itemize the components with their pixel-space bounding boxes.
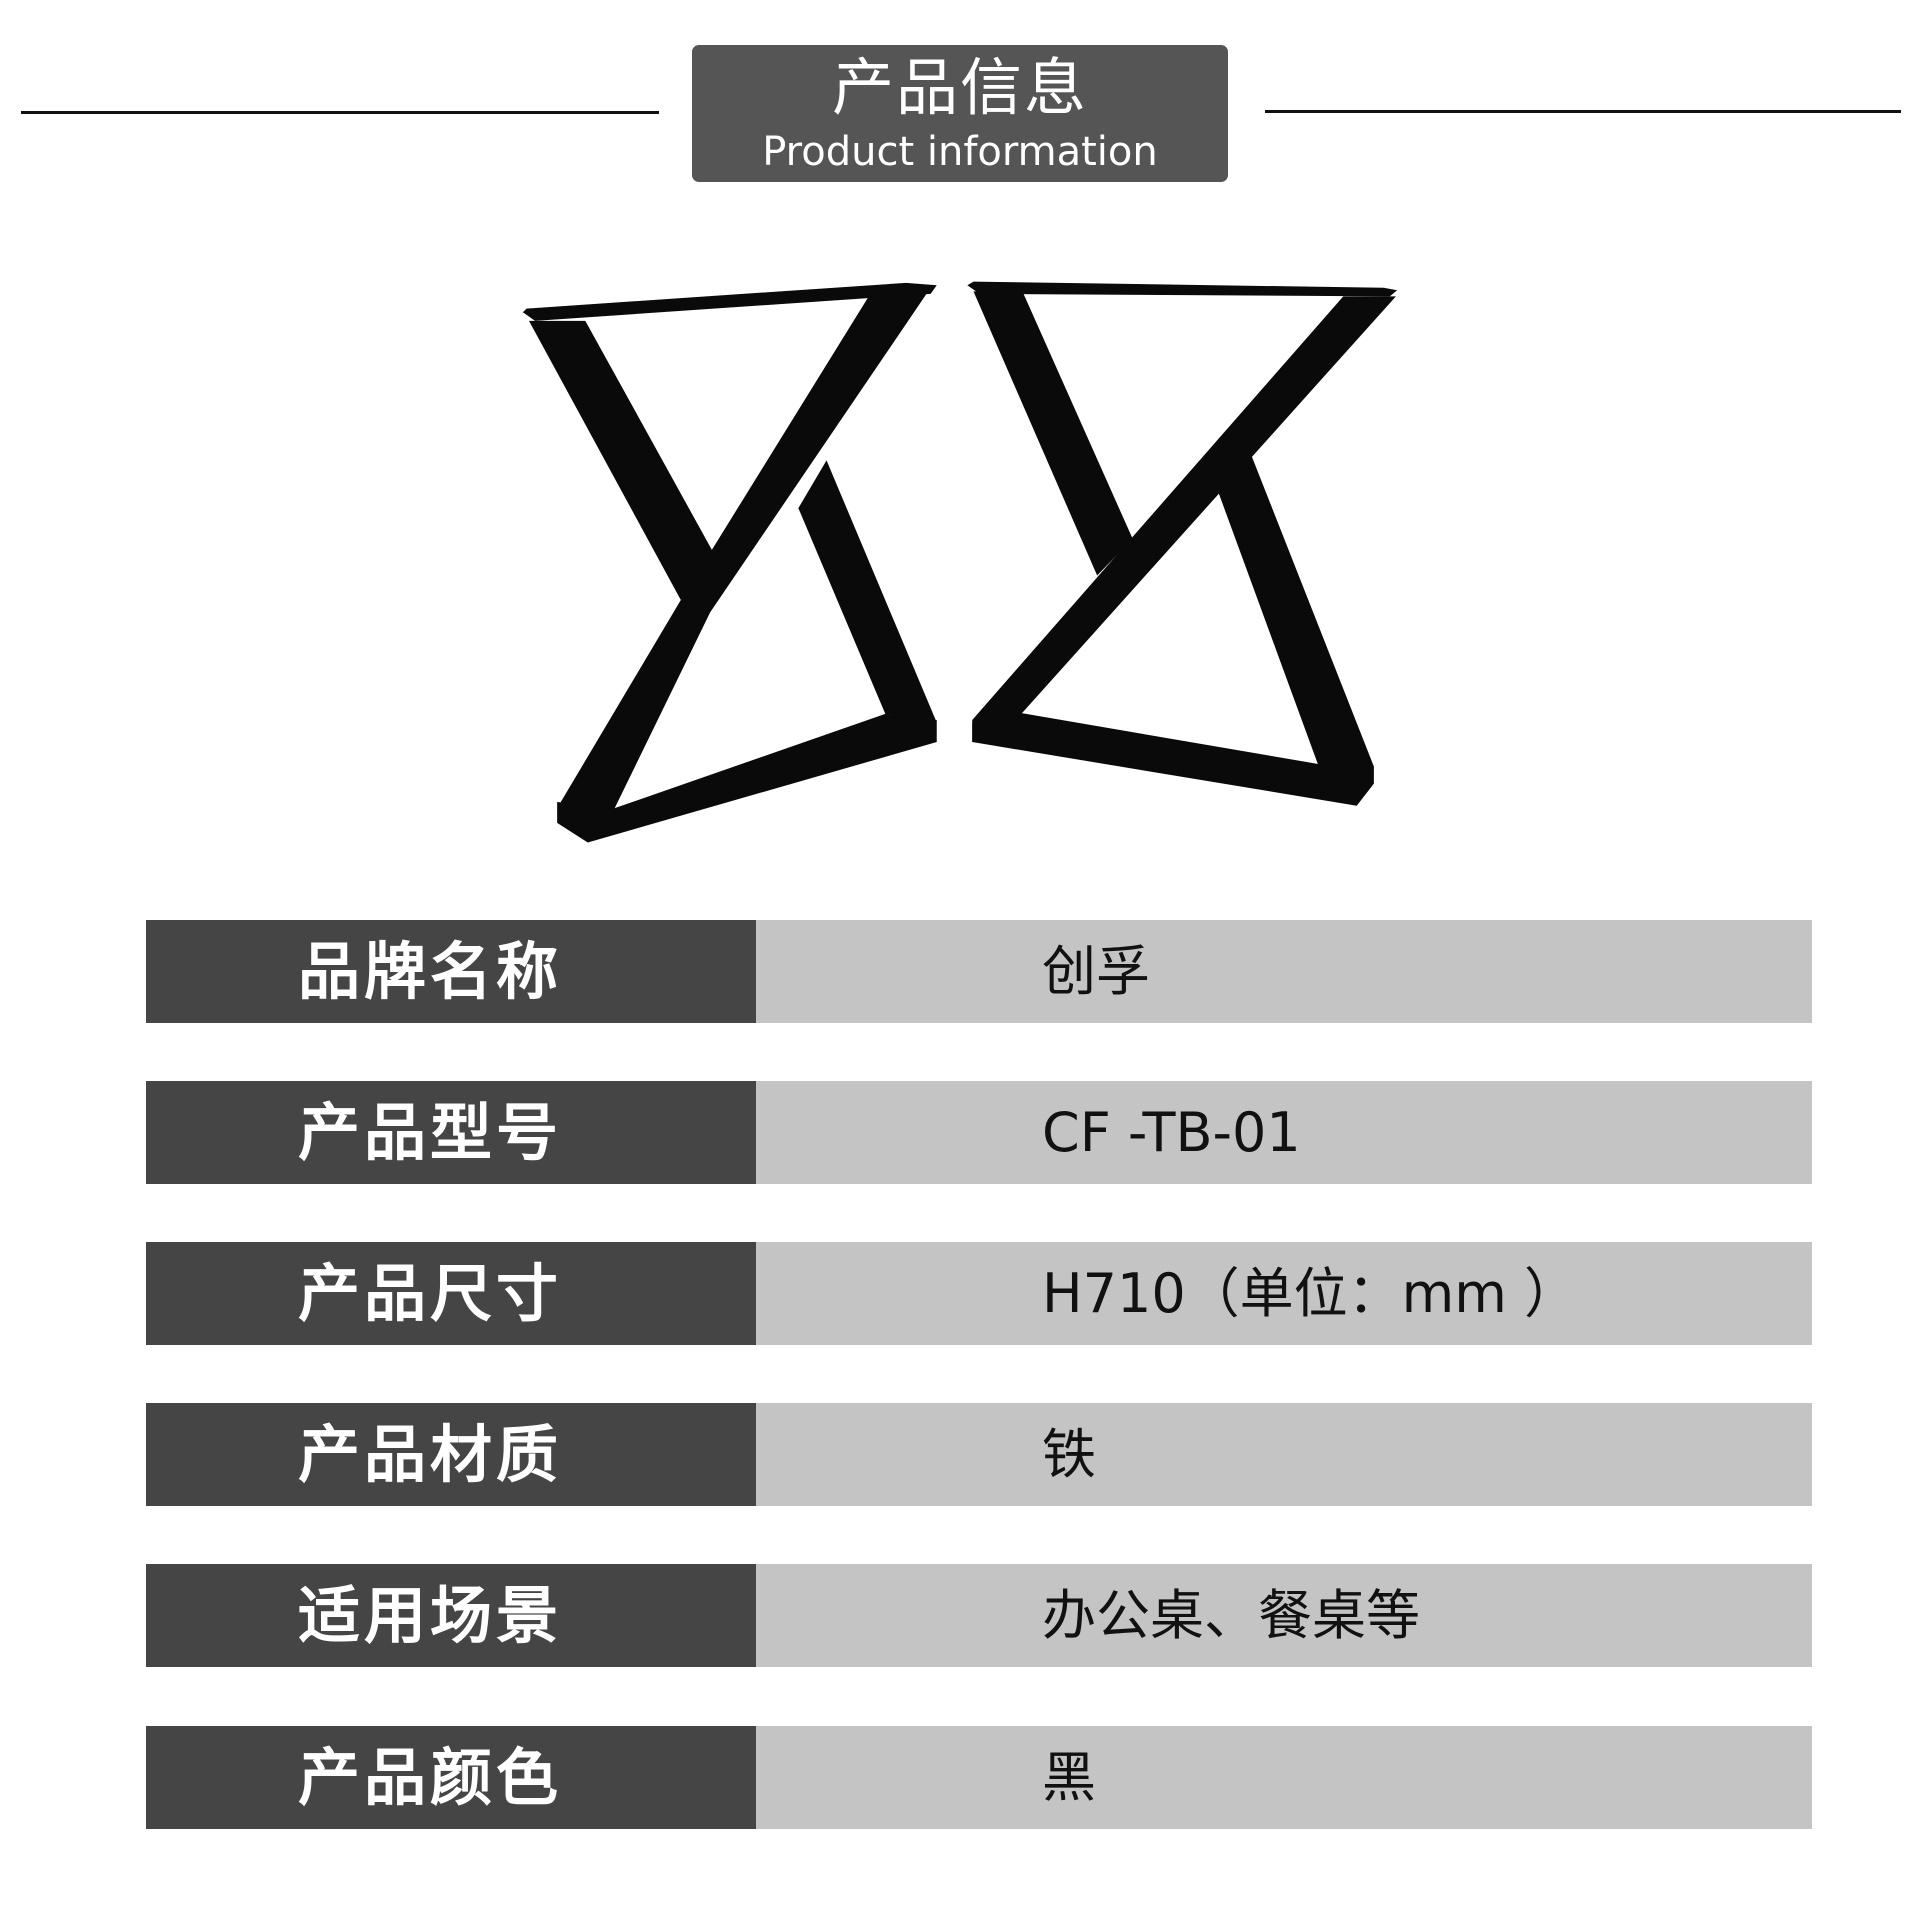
spec-value: 办公桌、餐桌等 (756, 1564, 1812, 1667)
header-rule-left (21, 111, 659, 114)
spec-label: 品牌名称 (146, 920, 756, 1023)
spec-value: CF -TB-01 (756, 1081, 1812, 1184)
spec-row-color: 产品颜色 黑 (146, 1726, 1812, 1829)
spec-label: 产品材质 (146, 1403, 756, 1506)
right-leg (967, 281, 1398, 806)
spec-row-size: 产品尺寸 H710（单位：mm ） (146, 1242, 1812, 1345)
section-header: 产品信息 Product information (692, 45, 1228, 182)
spec-label: 产品尺寸 (146, 1242, 756, 1345)
left-leg (522, 282, 937, 843)
header-title-en: Product information (762, 129, 1158, 175)
spec-label: 产品颜色 (146, 1726, 756, 1829)
spec-row-material: 产品材质 铁 (146, 1403, 1812, 1506)
header-title-zh: 产品信息 (831, 51, 1088, 124)
spec-row-usage: 适用场景 办公桌、餐桌等 (146, 1564, 1812, 1667)
spec-value: H710（单位：mm ） (756, 1242, 1812, 1345)
spec-label: 适用场景 (146, 1564, 756, 1667)
spec-value: 创孚 (756, 920, 1812, 1023)
spec-row-brand: 品牌名称 创孚 (146, 920, 1812, 1023)
spec-value: 铁 (756, 1403, 1812, 1506)
spec-value: 黑 (756, 1726, 1812, 1829)
header-rule-right (1265, 110, 1901, 113)
spec-row-model: 产品型号 CF -TB-01 (146, 1081, 1812, 1184)
spec-label: 产品型号 (146, 1081, 756, 1184)
